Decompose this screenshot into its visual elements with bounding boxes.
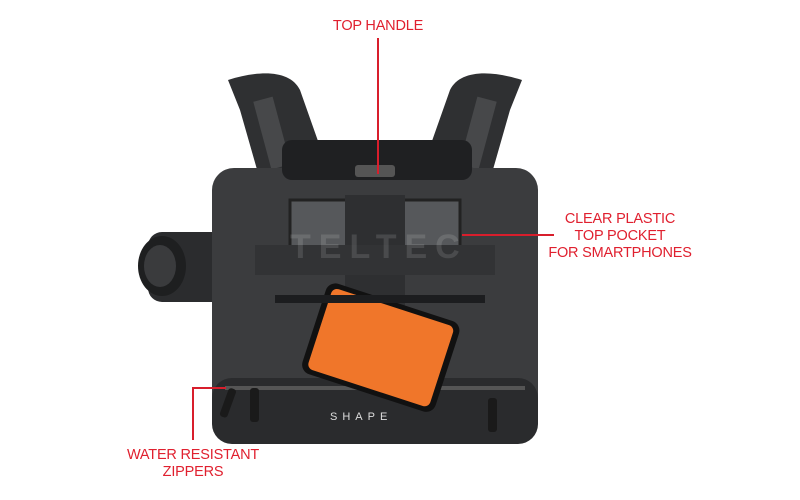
smartphone (302, 283, 460, 412)
clear-pocket-leader-line (462, 234, 554, 236)
zippers-label: WATER RESISTANT ZIPPERS (118, 447, 268, 481)
top-handle-label: TOP HANDLE (332, 18, 424, 34)
clear-pocket-label-line-3: FOR SMARTPHONES (548, 245, 692, 261)
zipper-pulls (219, 388, 497, 432)
clear-pocket-label-line-1: CLEAR PLASTIC (564, 211, 676, 227)
watermark: TELTEC (290, 228, 468, 266)
shape-logo: SHAPE (330, 411, 392, 423)
top-handle-leader-line (377, 38, 379, 174)
zippers-label-line-1: WATER RESISTANT (126, 447, 260, 463)
water-bottle (138, 232, 228, 302)
zippers-leader-line-vertical (192, 387, 194, 440)
zippers-label-line-2: ZIPPERS (162, 464, 224, 480)
clear-pocket-label-line-2: TOP POCKET (574, 228, 666, 244)
zippers-leader-line-horizontal (192, 387, 226, 389)
clear-pocket-label: CLEAR PLASTIC TOP POCKET FOR SMARTPHONES (540, 211, 700, 262)
